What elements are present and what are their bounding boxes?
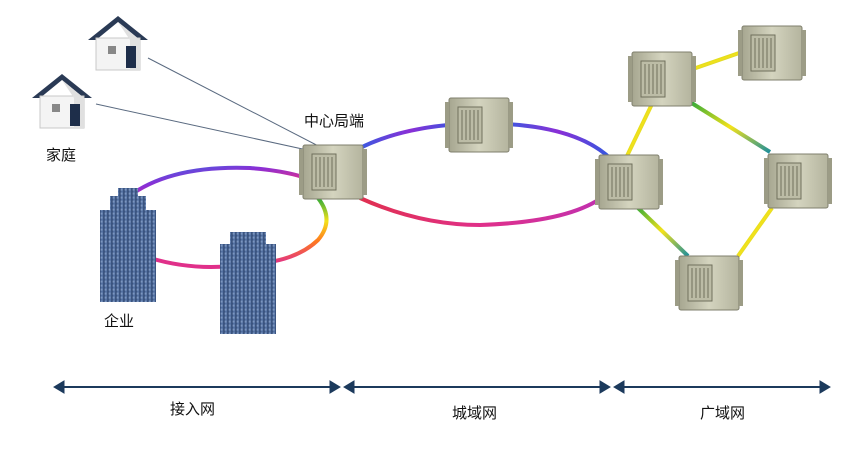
network-switch-icon: [594, 154, 664, 210]
network-switch-icon: [674, 255, 744, 311]
double-arrow-icon: [53, 380, 341, 394]
network-switch-icon: [298, 144, 368, 200]
house-icon: [32, 74, 92, 129]
enterprise-label: 企业: [104, 312, 135, 330]
wan-mesh: [624, 50, 792, 258]
double-arrow-icon: [343, 380, 611, 394]
home-uplinks: [95, 57, 331, 156]
network-switch-icon: [763, 153, 833, 209]
network-switch-icon: [737, 25, 807, 81]
network-switch-icon: [627, 51, 697, 107]
office-building-icon: [100, 188, 156, 302]
section-arrows: [53, 380, 831, 394]
central-office-label: 中心局端: [304, 112, 365, 130]
office-building-icon: [220, 232, 276, 334]
section-label-access: 接入网: [170, 400, 216, 418]
home-label: 家庭: [46, 146, 77, 164]
section-label-metro: 城域网: [452, 404, 498, 422]
double-arrow-icon: [613, 380, 831, 394]
network-switch-icon: [444, 97, 514, 153]
house-icon: [88, 16, 148, 71]
section-label-wan: 广域网: [700, 404, 746, 422]
